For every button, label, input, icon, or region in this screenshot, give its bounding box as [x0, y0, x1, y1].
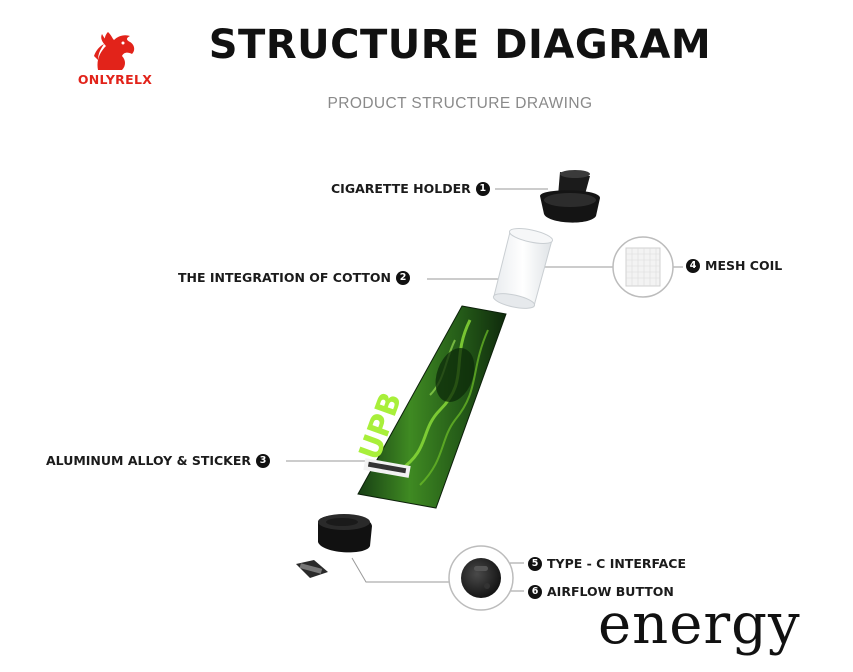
label-text: AIRFLOW BUTTON	[547, 584, 674, 599]
mesh-coil-callout	[612, 236, 674, 298]
label-aluminum-sticker: ALUMINUM ALLOY & STICKER 3	[46, 453, 271, 468]
number-badge: 6	[528, 584, 542, 599]
brand-logo	[60, 26, 170, 88]
cotton-part	[492, 228, 554, 309]
airflow-button-part	[296, 560, 328, 578]
main-body-part: UPB	[353, 305, 507, 509]
number-badge: 5	[528, 556, 542, 571]
horse-logo-icon	[94, 32, 135, 70]
number-badge: 1	[475, 181, 490, 196]
label-text: MESH COIL	[705, 258, 783, 273]
label-text: TYPE - C INTERFACE	[547, 556, 686, 571]
bottom-view-callout	[448, 545, 514, 611]
label-text: CIGARETTE HOLDER	[331, 181, 471, 196]
page-title: STRUCTURE DIAGRAM	[208, 22, 712, 68]
leader-lines	[286, 188, 683, 592]
page-subtitle: PRODUCT STRUCTURE DRAWING	[327, 95, 593, 112]
brand-name: ONLYRELX	[77, 72, 153, 87]
label-cigarette-holder: CIGARETTE HOLDER 1	[331, 181, 490, 196]
label-text: THE INTEGRATION OF COTTON	[178, 270, 392, 285]
label-mesh-coil: 4 MESH COIL	[686, 258, 782, 273]
number-badge: 2	[396, 270, 411, 285]
label-cotton: THE INTEGRATION OF COTTON 2	[178, 270, 411, 285]
watermark-text: energy	[598, 592, 801, 657]
number-badge: 4	[686, 258, 700, 273]
mouthpiece-part	[540, 170, 600, 223]
bottom-cap-part	[318, 514, 372, 553]
label-text: ALUMINUM ALLOY & STICKER	[46, 453, 252, 468]
label-airflow-button: 6 AIRFLOW BUTTON	[528, 584, 674, 599]
number-badge: 3	[256, 453, 271, 468]
label-type-c: 5 TYPE - C INTERFACE	[528, 556, 686, 571]
